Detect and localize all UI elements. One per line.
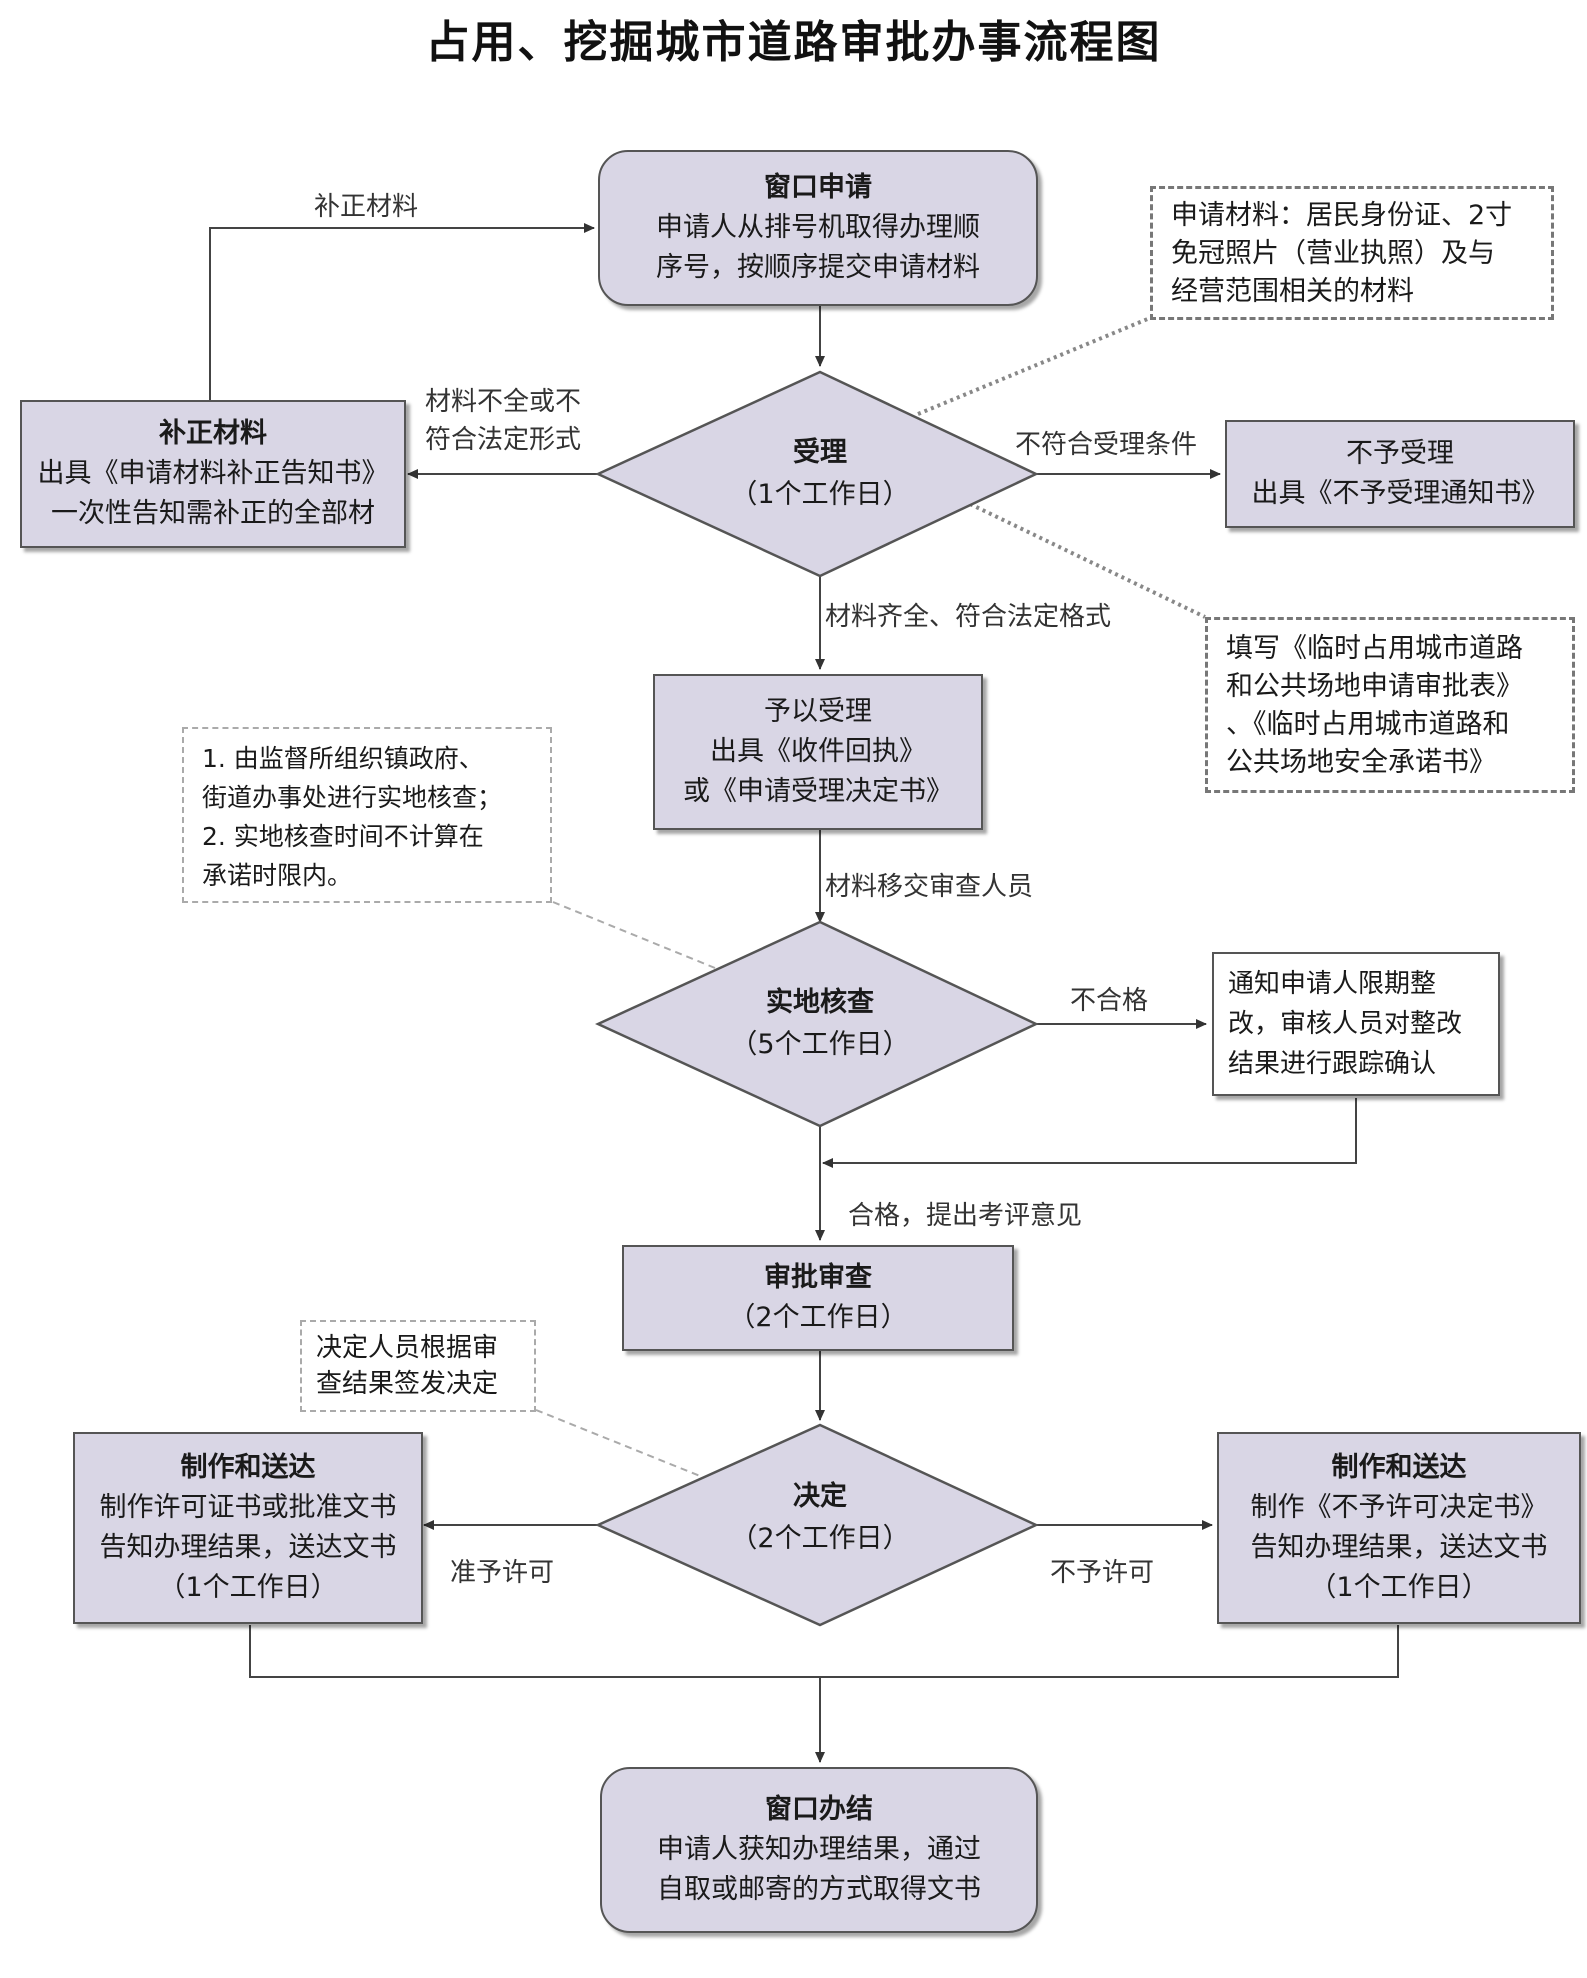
- node-line: 序号，按顺序提交申请材料: [656, 252, 980, 283]
- note-forms: 填写《临时占用城市道路 和公共场地申请审批表》 、《临时占用城市道路和 公共场地…: [1205, 617, 1575, 793]
- decision-diamond-accept: [595, 370, 1039, 578]
- edge-rectify-return: [822, 1098, 1357, 1168]
- node-line: 出具《申请材料补正告知书》: [37, 458, 389, 489]
- node-window-finish: 窗口办结 申请人获知办理结果，通过 自取或邮寄的方式取得文书: [600, 1767, 1038, 1933]
- node-title: 制作和送达: [1331, 1452, 1467, 1483]
- note-inspection: 1. 由监督所组织镇政府、 街道办事处进行实地核查； 2. 实地核查时间不计算在…: [182, 727, 552, 903]
- node-title: 实地核查: [766, 987, 874, 1018]
- node-title: 窗口办结: [765, 1794, 873, 1825]
- node-title: 予以受理: [764, 696, 872, 727]
- node-line: 告知办理结果，送达文书: [99, 1532, 397, 1563]
- node-line: 制作许可证书或批准文书: [99, 1492, 397, 1523]
- edge-label-fail: 不合格: [1070, 986, 1149, 1016]
- node-line: （1个工作日）: [1309, 1572, 1489, 1603]
- node-title: 不予受理: [1346, 438, 1454, 469]
- note-materials: 申请材料：居民身份证、2寸 免冠照片（营业执照）及与 经营范围相关的材料: [1150, 186, 1554, 320]
- node-line: （2个工作日）: [730, 1523, 910, 1554]
- node-line: （1个工作日）: [158, 1572, 338, 1603]
- note-line: 填写《临时占用城市道路: [1226, 633, 1523, 664]
- node-supplement: 补正材料 出具《申请材料补正告知书》 一次性告知需补正的全部材: [20, 400, 406, 548]
- note-line: 决定人员根据审: [316, 1333, 499, 1363]
- edge-supplement-apply: [209, 223, 595, 400]
- node-rectify: 通知申请人限期整 改，审核人员对整改 结果进行跟踪确认: [1212, 952, 1500, 1096]
- edge-label-pass: 合格，提出考评意见: [848, 1201, 1083, 1231]
- node-line: （2个工作日）: [728, 1302, 908, 1333]
- node-line: 自取或邮寄的方式取得文书: [657, 1874, 981, 1905]
- edge-label-not-eligible: 不符合受理条件: [1015, 430, 1198, 460]
- note-decision: 决定人员根据审 查结果签发决定: [300, 1320, 536, 1412]
- decision-diamond-decide: [594, 1423, 1039, 1627]
- node-line: 申请人从排号机取得办理顺: [656, 212, 980, 243]
- node-line: （1个工作日）: [730, 479, 910, 510]
- edge-label-line: 符合法定形式: [425, 425, 582, 455]
- node-line: （5个工作日）: [730, 1029, 910, 1060]
- node-deliver-deny: 制作和送达 制作《不予许可决定书》 告知办理结果，送达文书 （1个工作日）: [1217, 1432, 1581, 1624]
- node-decide: 决定 （2个工作日）: [640, 1470, 1000, 1566]
- node-line: 结果进行跟踪确认: [1228, 1049, 1437, 1079]
- decision-diamond-inspect: [595, 920, 1039, 1128]
- edge-label-resubmit: 补正材料: [314, 192, 419, 222]
- note-line: 免冠照片（营业执照）及与: [1171, 238, 1495, 269]
- note-link-decision: [535, 1409, 701, 1477]
- node-line: 出具《收件回执》: [710, 736, 926, 767]
- edge-label-line: 材料不全或不: [425, 387, 582, 417]
- node-title: 受理: [793, 437, 847, 468]
- node-line: 改，审核人员对整改: [1228, 1009, 1463, 1039]
- node-inspect: 实地核查 （5个工作日）: [640, 976, 1000, 1072]
- edge-label-transfer: 材料移交审查人员: [825, 872, 1034, 902]
- node-accepted: 予以受理 出具《收件回执》 或《申请受理决定书》: [653, 674, 983, 830]
- node-title: 决定: [793, 1481, 847, 1512]
- note-line: 经营范围相关的材料: [1171, 276, 1414, 307]
- node-line: 申请人获知办理结果，通过: [657, 1834, 981, 1865]
- node-line: 出具《不予受理通知书》: [1251, 478, 1549, 509]
- node-window-apply: 窗口申请 申请人从排号机取得办理顺 序号，按顺序提交申请材料: [598, 150, 1038, 306]
- note-line: 承诺时限内。: [202, 861, 353, 890]
- note-line: 和公共场地申请审批表》: [1226, 671, 1523, 702]
- note-link-materials: [917, 316, 1151, 416]
- edge-label-incomplete: 材料不全或不 符合法定形式: [425, 383, 581, 459]
- edge-label-deny: 不予许可: [1050, 1558, 1155, 1588]
- node-reject: 不予受理 出具《不予受理通知书》: [1225, 420, 1575, 528]
- note-line: 街道办事处进行实地核查；: [202, 783, 503, 812]
- node-line: 或《申请受理决定书》: [683, 776, 953, 807]
- node-title: 审批审查: [764, 1262, 872, 1293]
- note-line: 、《临时占用城市道路和: [1226, 709, 1510, 740]
- note-line: 2. 实地核查时间不计算在: [202, 822, 484, 851]
- page-title: 占用、挖掘城市道路审批办事流程图: [425, 17, 1162, 68]
- edge-left-merge: [249, 1625, 1399, 1678]
- note-line: 1. 由监督所组织镇政府、: [202, 744, 484, 773]
- node-title: 补正材料: [159, 418, 267, 449]
- note-line: 申请材料：居民身份证、2寸: [1171, 200, 1513, 231]
- node-line: 一次性告知需补正的全部材: [51, 498, 375, 529]
- note-line: 公共场地安全承诺书》: [1226, 747, 1496, 778]
- node-line: 通知申请人限期整: [1228, 969, 1437, 999]
- edge-label-grant: 准予许可: [450, 1558, 555, 1588]
- note-link-forms: [969, 502, 1206, 619]
- node-title: 制作和送达: [180, 1452, 316, 1483]
- node-accept: 受理 （1个工作日）: [640, 426, 1000, 522]
- note-link-inspection: [552, 901, 716, 969]
- node-line: 制作《不予许可决定书》: [1250, 1492, 1548, 1523]
- node-line: 告知办理结果，送达文书: [1250, 1532, 1548, 1563]
- node-deliver-grant: 制作和送达 制作许可证书或批准文书 告知办理结果，送达文书 （1个工作日）: [73, 1432, 423, 1624]
- edge-label-complete: 材料齐全、符合法定格式: [825, 602, 1112, 632]
- node-review: 审批审查 （2个工作日）: [622, 1245, 1014, 1351]
- node-title: 窗口申请: [764, 172, 872, 203]
- note-line: 查结果签发决定: [316, 1369, 499, 1399]
